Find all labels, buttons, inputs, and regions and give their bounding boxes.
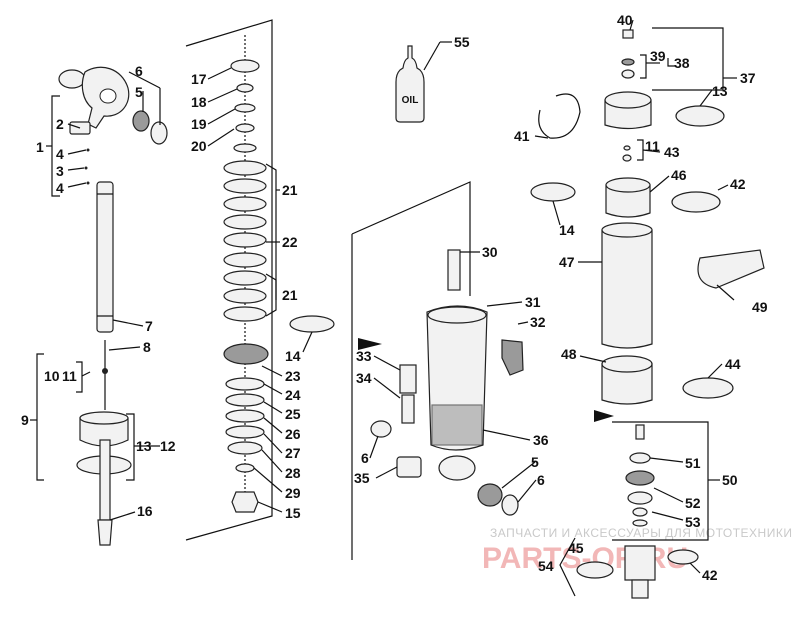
callout-5b: 5 bbox=[531, 454, 539, 470]
callout-6: 6 bbox=[135, 63, 143, 79]
callout-46: 46 bbox=[671, 167, 687, 183]
callout-55: 55 bbox=[454, 34, 470, 50]
callout-16: 16 bbox=[137, 503, 153, 519]
callout-32: 32 bbox=[530, 314, 546, 330]
callout-10: 10 bbox=[44, 368, 60, 384]
callout-2: 2 bbox=[56, 116, 64, 132]
callout-13b: 13 bbox=[712, 83, 728, 99]
callout-40: 40 bbox=[617, 12, 633, 28]
callout-52: 52 bbox=[685, 495, 701, 511]
callout-33: 33 bbox=[356, 348, 372, 364]
callout-17: 17 bbox=[191, 71, 207, 87]
shaft-assembly bbox=[76, 340, 132, 546]
callout-34: 34 bbox=[356, 370, 372, 386]
callout-labels: 1 2 3 4 4 5 5 6 6 6 7 8 9 10 11 11 12 13… bbox=[21, 12, 768, 583]
callout-54: 54 bbox=[538, 558, 554, 574]
callout-38: 38 bbox=[674, 55, 690, 71]
callout-35: 35 bbox=[354, 470, 370, 486]
reservoir bbox=[594, 222, 765, 422]
callout-42b: 42 bbox=[702, 567, 718, 583]
callout-5: 5 bbox=[135, 84, 143, 100]
callout-6c: 6 bbox=[537, 472, 545, 488]
callout-44: 44 bbox=[725, 356, 741, 372]
callout-9: 9 bbox=[21, 412, 29, 428]
callout-50: 50 bbox=[722, 472, 738, 488]
callout-4: 4 bbox=[56, 146, 64, 162]
callout-21b: 21 bbox=[282, 287, 298, 303]
shock-body bbox=[358, 249, 524, 516]
callout-53: 53 bbox=[685, 514, 701, 530]
callout-49: 49 bbox=[752, 299, 768, 315]
eyelet-assembly bbox=[58, 66, 168, 185]
ring bbox=[289, 315, 335, 333]
callout-27: 27 bbox=[285, 445, 301, 461]
callout-15: 15 bbox=[285, 505, 301, 521]
callout-45: 45 bbox=[568, 540, 584, 556]
shaft bbox=[96, 181, 114, 333]
callout-51: 51 bbox=[685, 455, 701, 471]
callout-14b: 14 bbox=[559, 222, 575, 238]
callout-7: 7 bbox=[145, 318, 153, 334]
callout-28: 28 bbox=[285, 465, 301, 481]
callout-48: 48 bbox=[561, 346, 577, 362]
callout-24: 24 bbox=[285, 387, 301, 403]
callout-13: 13 bbox=[136, 438, 152, 454]
watermark-tagline: ЗАПЧАСТИ И АКСЕССУАРЫ ДЛЯ МОТОТЕХНИКИ bbox=[490, 526, 792, 540]
callout-29: 29 bbox=[285, 485, 301, 501]
callout-4b: 4 bbox=[56, 180, 64, 196]
callout-11: 11 bbox=[62, 368, 77, 384]
callout-26: 26 bbox=[285, 426, 301, 442]
callout-23: 23 bbox=[285, 368, 301, 384]
callout-12: 12 bbox=[160, 438, 176, 454]
callout-31: 31 bbox=[525, 294, 541, 310]
callout-1: 1 bbox=[36, 139, 44, 155]
callout-3: 3 bbox=[56, 163, 64, 179]
callout-18: 18 bbox=[191, 94, 207, 110]
callout-37: 37 bbox=[740, 70, 756, 86]
callout-14: 14 bbox=[285, 348, 301, 364]
callout-39: 39 bbox=[650, 48, 666, 64]
callout-21: 21 bbox=[282, 182, 298, 198]
callout-8: 8 bbox=[143, 339, 151, 355]
callout-36: 36 bbox=[533, 432, 549, 448]
callout-25: 25 bbox=[285, 406, 301, 422]
valve-assembly bbox=[576, 424, 699, 599]
leader-lines bbox=[30, 19, 737, 597]
callout-41: 41 bbox=[514, 128, 530, 144]
callout-6b: 6 bbox=[361, 450, 369, 466]
callout-47: 47 bbox=[559, 254, 575, 270]
callout-43: 43 bbox=[664, 144, 680, 160]
callout-19: 19 bbox=[191, 116, 207, 132]
shim-stack bbox=[223, 35, 269, 513]
callout-11b: 11 bbox=[645, 138, 660, 154]
oil-bottle: OIL bbox=[395, 45, 425, 123]
reservoir-cap-assembly bbox=[530, 29, 725, 218]
callout-42: 42 bbox=[730, 176, 746, 192]
callout-30: 30 bbox=[482, 244, 498, 260]
callout-22: 22 bbox=[282, 234, 298, 250]
oil-label: OIL bbox=[402, 95, 419, 106]
callout-20: 20 bbox=[191, 138, 207, 154]
